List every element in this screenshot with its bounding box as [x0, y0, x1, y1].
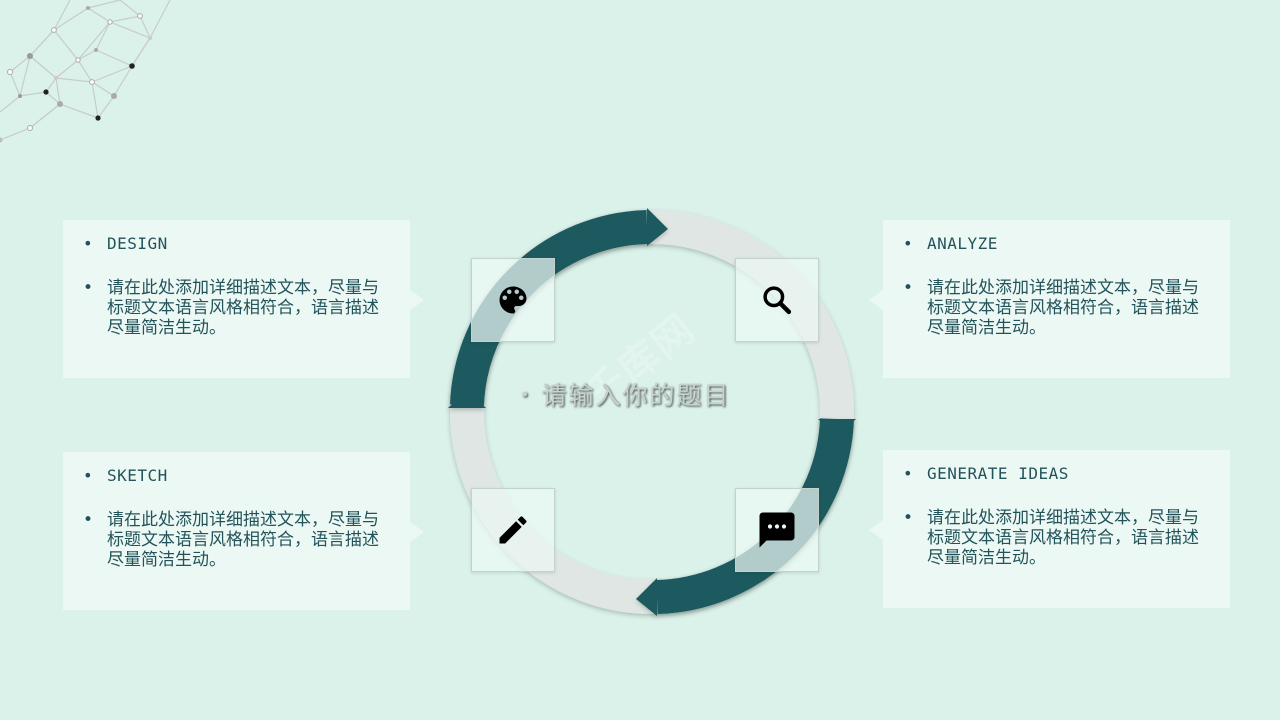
chat-icon-box [735, 488, 819, 572]
card-heading: GENERATE IDEAS [903, 464, 1208, 484]
ring-arrow-tail-bottom [818, 419, 856, 437]
search-icon [763, 286, 792, 315]
ring-arrow-tail-top [448, 390, 486, 408]
decorative-network-graphic [0, 0, 171, 143]
search-icon-box [735, 258, 819, 342]
center-title: • 请输入你的题目 [520, 372, 780, 416]
card-heading: DESIGN [83, 234, 388, 254]
card-description: 请在此处添加详细描述文本，尽量与标题文本语言风格相符合，语言描述尽量简洁生动。 [903, 508, 1208, 568]
title-bullet: • [520, 384, 532, 404]
card-generate-ideas: GENERATE IDEAS 请在此处添加详细描述文本，尽量与标题文本语言风格相… [869, 450, 1230, 608]
card-heading: SKETCH [83, 466, 388, 486]
card-sketch: SKETCH 请在此处添加详细描述文本，尽量与标题文本语言风格相符合，语言描述尽… [63, 452, 424, 610]
card-description: 请在此处添加详细描述文本，尽量与标题文本语言风格相符合，语言描述尽量简洁生动。 [83, 510, 388, 570]
card-description: 请在此处添加详细描述文本，尽量与标题文本语言风格相符合，语言描述尽量简洁生动。 [903, 278, 1208, 338]
card-heading: ANALYZE [903, 234, 1208, 254]
ring-arrow-head-bottom [636, 578, 657, 616]
card-analyze: ANALYZE 请在此处添加详细描述文本，尽量与标题文本语言风格相符合，语言描述… [869, 220, 1230, 378]
center-title-text: 请输入你的题目 [541, 381, 731, 410]
pencil-icon-box [471, 488, 555, 572]
card-description: 请在此处添加详细描述文本，尽量与标题文本语言风格相符合，语言描述尽量简洁生动。 [83, 278, 388, 338]
palette-icon [499, 286, 527, 314]
palette-icon-box [471, 258, 555, 342]
chat-icon [759, 512, 795, 548]
pencil-icon [499, 516, 527, 544]
ring-arrow-head-top [647, 208, 668, 246]
card-design: DESIGN 请在此处添加详细描述文本，尽量与标题文本语言风格相符合，语言描述尽… [63, 220, 424, 378]
